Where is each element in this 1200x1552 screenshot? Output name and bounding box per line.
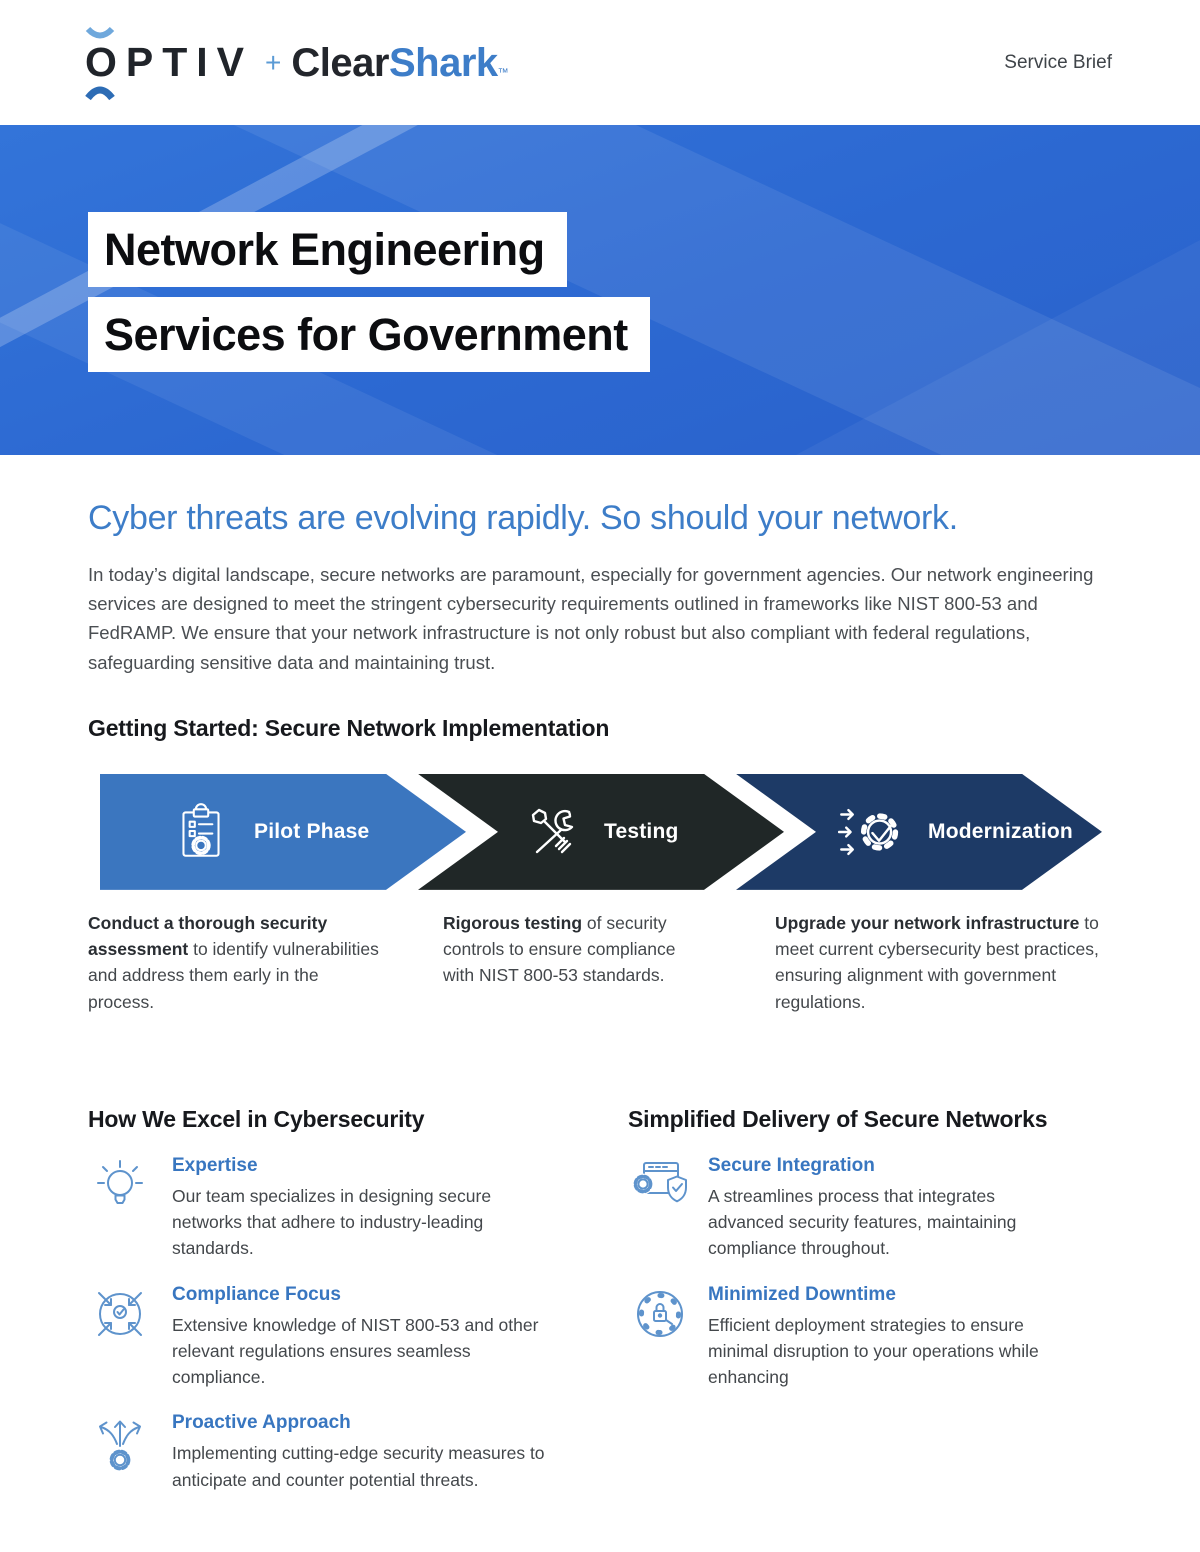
page-header: OPTIV + ClearShark™ Service Brief — [0, 0, 1200, 125]
feature-columns: How We Excel in Cybersecurity Expertise … — [88, 1106, 1200, 1493]
feature-description: Efficient deployment strategies to ensur… — [708, 1314, 1039, 1388]
step-description-bold: Rigorous testing — [443, 912, 583, 933]
step-label: Modernization — [928, 819, 1073, 843]
branching-arrows-gear-icon — [88, 1410, 152, 1493]
feature-title: Expertise — [172, 1154, 258, 1176]
feature-description: Our team specializes in designing secure… — [172, 1185, 492, 1259]
lightbulb-icon — [88, 1153, 152, 1262]
step-description: Conduct a thorough security assessment t… — [88, 910, 383, 1015]
feature-title: Minimized Downtime — [708, 1283, 896, 1305]
clearshark-clear-text: Clear — [291, 40, 389, 85]
hero-banner: Network Engineering Services for Governm… — [0, 125, 1200, 455]
optiv-wordmark: OPTIV — [85, 26, 254, 101]
process-section-heading: Getting Started: Secure Network Implemen… — [88, 714, 610, 741]
intro-paragraph: In today’s digital landscape, secure net… — [88, 564, 1094, 673]
process-step-descriptions: Conduct a thorough security assessment t… — [88, 910, 1200, 1066]
intro-section: Cyber threats are evolving rapidly. So s… — [88, 499, 1112, 677]
page-title-line2: Services for Government — [88, 297, 650, 372]
optiv-breve-top-icon — [85, 26, 115, 39]
step-arrow-modernization: Modernization — [736, 773, 1102, 890]
clearshark-shark-text: Shark — [388, 40, 498, 85]
column-heading: Simplified Delivery of Secure Networks — [628, 1105, 1048, 1132]
column-simplified-delivery: Simplified Delivery of Secure Networks S… — [628, 1106, 1112, 1493]
feature-description: A streamlines process that integrates ad… — [708, 1185, 1017, 1259]
step-description-rest: of security controls to ensure complianc… — [443, 912, 676, 986]
optiv-arc-bottom-icon — [85, 86, 115, 101]
process-steps-arrows: Pilot Phase Testing — [100, 773, 1200, 890]
feature-description: Extensive knowledge of NIST 800-53 and o… — [172, 1314, 539, 1388]
feature-expertise: Expertise Our team specializes in design… — [88, 1153, 628, 1262]
step-description-bold: Upgrade your network infrastructure — [775, 912, 1080, 933]
clock-padlock-icon — [628, 1282, 692, 1391]
column-heading: How We Excel in Cybersecurity — [88, 1105, 425, 1132]
window-gear-shield-icon — [628, 1153, 692, 1262]
step-description-rest: to identify vulnerabilities and address … — [88, 939, 379, 1012]
step-label: Pilot Phase — [254, 819, 370, 843]
gear-checkmark-arrows-icon — [838, 797, 908, 867]
feature-title: Secure Integration — [708, 1154, 875, 1176]
step-arrow-pilot-phase: Pilot Phase — [100, 773, 466, 890]
optiv-clearshark-logo: OPTIV + ClearShark™ — [85, 26, 509, 101]
document-type-label: Service Brief — [1004, 51, 1112, 73]
screwdriver-wrench-icon — [520, 800, 584, 864]
feature-description: Implementing cutting-edge security measu… — [172, 1443, 545, 1490]
step-description-bold: Conduct a thorough security assessment — [88, 912, 328, 960]
step-description: Upgrade your network infrastructure to m… — [775, 910, 1105, 1015]
trademark-symbol: ™ — [497, 66, 509, 79]
intro-heading: Cyber threats are evolving rapidly. So s… — [88, 499, 958, 537]
feature-title: Proactive Approach — [172, 1412, 351, 1434]
feature-proactive-approach: Proactive Approach Implementing cutting-… — [88, 1410, 628, 1493]
column-how-we-excel: How We Excel in Cybersecurity Expertise … — [88, 1106, 628, 1493]
converging-arrows-check-icon — [88, 1282, 152, 1391]
optiv-text: OPTIV — [85, 39, 254, 85]
feature-minimized-downtime: Minimized Downtime Efficient deployment … — [628, 1282, 1112, 1391]
clearshark-wordmark: ClearShark™ — [291, 43, 508, 83]
clipboard-checklist-gear-icon — [168, 799, 234, 865]
page-title-line1: Network Engineering — [88, 212, 567, 287]
step-arrow-testing: Testing — [418, 773, 784, 890]
feature-secure-integration: Secure Integration A streamlines process… — [628, 1153, 1112, 1262]
feature-title: Compliance Focus — [172, 1283, 341, 1305]
feature-compliance-focus: Compliance Focus Extensive knowledge of … — [88, 1282, 628, 1391]
step-description-rest: to meet current cybersecurity best pract… — [775, 912, 1099, 1012]
step-label: Testing — [604, 819, 679, 843]
step-description: Rigorous testing of security controls to… — [443, 910, 705, 989]
logo-plus-sign: + — [265, 46, 282, 78]
